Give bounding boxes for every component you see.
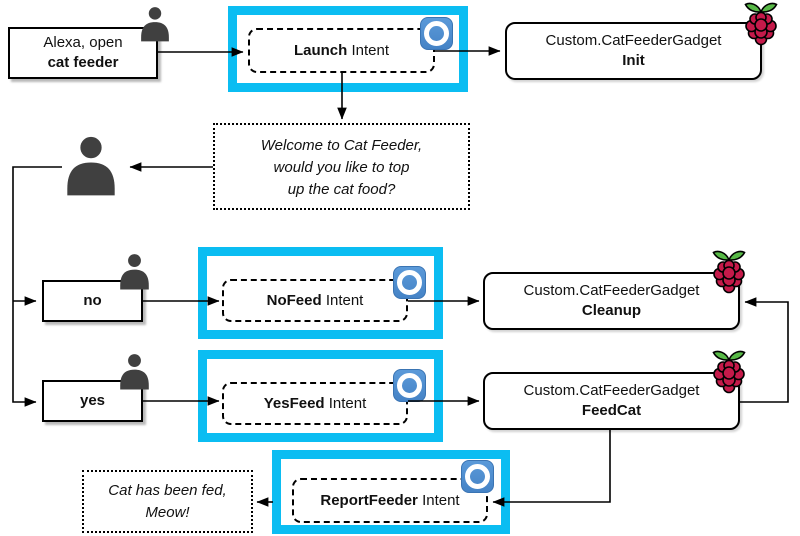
yes-label: yes	[79, 392, 106, 409]
gadget-feedcat-line1: Custom.CatFeederGadget	[523, 382, 700, 399]
yesfeed-intent-label: YesFeed Intent	[263, 395, 367, 412]
gadget-cleanup-line1: Custom.CatFeederGadget	[523, 282, 700, 299]
welcome-line1: Welcome to Cat Feeder,	[260, 137, 423, 154]
alexa-skill-icon	[420, 17, 453, 50]
gadget-cleanup-line2: Cleanup	[581, 302, 642, 319]
launch-intent-node: Launch Intent	[248, 28, 435, 73]
fed-response-node: Cat has been fed, Meow!	[82, 470, 253, 533]
gadget-feedcat-node: Custom.CatFeederGadget FeedCat	[483, 372, 740, 430]
alexa-ring	[465, 464, 490, 489]
nofeed-intent-label: NoFeed Intent	[266, 292, 364, 309]
utterance-node: Alexa, open cat feeder	[8, 27, 158, 79]
alexa-ring	[424, 21, 449, 46]
alexa-skill-icon	[393, 369, 426, 402]
raspberry-pi-icon	[712, 250, 746, 294]
fed-line1: Cat has been fed,	[108, 482, 227, 499]
gadget-cleanup-node: Custom.CatFeederGadget Cleanup	[483, 272, 740, 330]
user-icon	[119, 352, 150, 391]
utterance-line2: cat feeder	[47, 54, 119, 71]
reportfeeder-intent-label: ReportFeeder Intent	[320, 492, 460, 509]
alexa-skill-icon	[461, 460, 494, 493]
user-icon	[65, 133, 117, 196]
nofeed-intent-node: NoFeed Intent	[222, 279, 408, 322]
raspberry-pi-icon	[744, 2, 778, 46]
gadget-feedcat-line2: FeedCat	[581, 402, 642, 419]
fed-line2: Meow!	[145, 504, 190, 521]
gadget-init-line2: Init	[622, 52, 645, 69]
user-icon	[140, 5, 170, 43]
alexa-ring	[397, 373, 422, 398]
no-label: no	[83, 292, 102, 309]
welcome-line3: up the cat food?	[287, 181, 396, 198]
alexa-ring	[397, 270, 422, 295]
reportfeeder-intent-node: ReportFeeder Intent	[292, 478, 488, 523]
welcome-line2: would you like to top	[273, 159, 410, 176]
alexa-skill-icon	[393, 266, 426, 299]
raspberry-pi-icon	[712, 350, 746, 394]
launch-intent-label: Launch Intent	[293, 42, 390, 59]
arrow-feedcat-to-reportfeeder	[492, 430, 611, 507]
yesfeed-intent-node: YesFeed Intent	[222, 382, 408, 425]
gadget-init-line1: Custom.CatFeederGadget	[545, 32, 722, 49]
user-icon	[119, 252, 150, 291]
welcome-prompt-node: Welcome to Cat Feeder, would you like to…	[213, 123, 470, 210]
gadget-init-node: Custom.CatFeederGadget Init	[505, 22, 762, 80]
utterance-line1: Alexa, open	[43, 34, 123, 51]
